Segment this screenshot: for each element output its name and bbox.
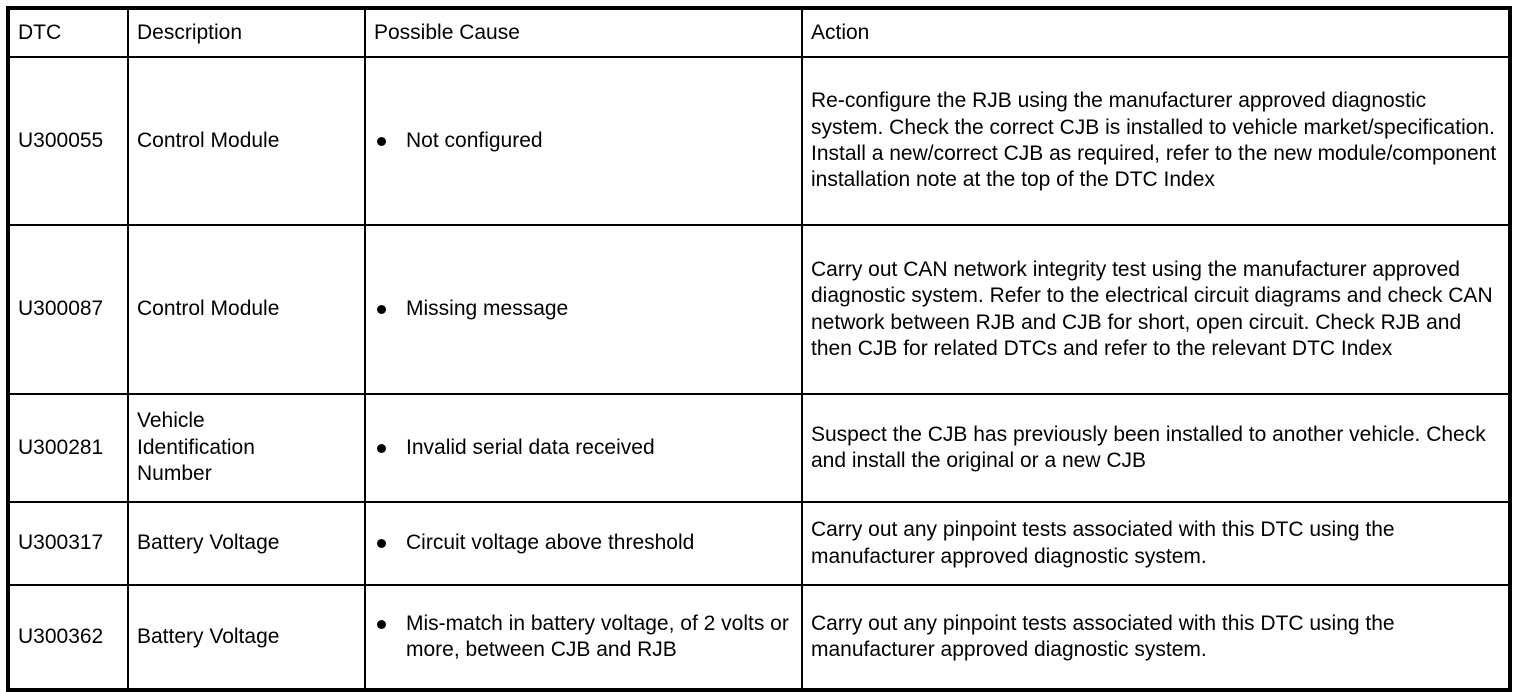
- table-row: U300362 Battery Voltage Mis-match in bat…: [7, 584, 1511, 691]
- description-text: Battery Voltage: [137, 531, 280, 555]
- cell-possible-cause: Not configured: [364, 56, 803, 226]
- list-item: Missing message: [374, 296, 793, 322]
- description-text: Vehicle Identification Number: [137, 409, 255, 486]
- list-item: Not configured: [374, 128, 793, 154]
- cell-description: Control Module: [127, 224, 366, 395]
- action-text: Re-configure the RJB using the manufactu…: [811, 89, 1497, 192]
- table-body: U300055 Control Module Not configured Re…: [7, 56, 1511, 691]
- bullet-icon: [377, 619, 386, 629]
- action-text: Carry out any pinpoint tests associated …: [811, 518, 1395, 568]
- bullet-icon: [377, 539, 386, 549]
- possible-cause-list: Invalid serial data received: [374, 435, 793, 461]
- cell-action: Carry out CAN network integrity test usi…: [801, 224, 1511, 395]
- column-header-description: Description: [127, 7, 366, 58]
- cell-dtc: U300362: [7, 584, 129, 691]
- list-item: Circuit voltage above threshold: [374, 530, 793, 556]
- cell-description: Vehicle Identification Number: [127, 393, 366, 503]
- table-row: U300317 Battery Voltage Circuit voltage …: [7, 501, 1511, 586]
- cell-dtc: U300281: [7, 393, 129, 503]
- possible-cause-list: Mis-match in battery voltage, of 2 volts…: [374, 611, 793, 664]
- action-text: Carry out CAN network integrity test usi…: [811, 257, 1493, 360]
- cell-description: Control Module: [127, 56, 366, 226]
- possible-cause-text: Invalid serial data received: [406, 435, 655, 459]
- cell-action: Carry out any pinpoint tests associated …: [801, 584, 1511, 691]
- column-header-dtc: DTC: [7, 7, 129, 58]
- description-text: Control Module: [137, 128, 280, 152]
- possible-cause-text: Mis-match in battery voltage, of 2 volts…: [406, 611, 789, 661]
- cell-possible-cause: Circuit voltage above threshold: [364, 501, 803, 586]
- cell-description: Battery Voltage: [127, 501, 366, 586]
- possible-cause-text: Missing message: [406, 297, 569, 321]
- possible-cause-text: Not configured: [406, 128, 543, 152]
- action-text: Suspect the CJB has previously been inst…: [811, 422, 1486, 472]
- list-item: Invalid serial data received: [374, 435, 793, 461]
- cell-possible-cause: Mis-match in battery voltage, of 2 volts…: [364, 584, 803, 691]
- cell-description: Battery Voltage: [127, 584, 366, 691]
- list-item: Mis-match in battery voltage, of 2 volts…: [374, 611, 793, 664]
- table-row: U300281 Vehicle Identification Number In…: [7, 393, 1511, 503]
- cell-dtc: U300055: [7, 56, 129, 226]
- header-row: DTC Description Possible Cause Action: [7, 7, 1511, 58]
- possible-cause-text: Circuit voltage above threshold: [406, 531, 695, 555]
- bullet-icon: [377, 305, 386, 315]
- possible-cause-list: Circuit voltage above threshold: [374, 530, 793, 556]
- possible-cause-list: Missing message: [374, 296, 793, 322]
- bullet-icon: [377, 136, 386, 146]
- cell-dtc: U300317: [7, 501, 129, 586]
- cell-dtc: U300087: [7, 224, 129, 395]
- cell-action: Carry out any pinpoint tests associated …: [801, 501, 1511, 586]
- column-header-possible-cause: Possible Cause: [364, 7, 803, 58]
- description-text: Battery Voltage: [137, 624, 280, 648]
- column-header-action: Action: [801, 7, 1511, 58]
- cell-possible-cause: Missing message: [364, 224, 803, 395]
- description-text: Control Module: [137, 297, 280, 321]
- action-text: Carry out any pinpoint tests associated …: [811, 611, 1395, 661]
- dtc-index-table: DTC Description Possible Cause Action U3…: [6, 6, 1512, 692]
- cell-action: Suspect the CJB has previously been inst…: [801, 393, 1511, 503]
- cell-possible-cause: Invalid serial data received: [364, 393, 803, 503]
- possible-cause-list: Not configured: [374, 128, 793, 154]
- document-page: DTC Description Possible Cause Action U3…: [6, 6, 1512, 692]
- cell-action: Re-configure the RJB using the manufactu…: [801, 56, 1511, 226]
- bullet-icon: [377, 443, 386, 453]
- table-header: DTC Description Possible Cause Action: [7, 7, 1511, 58]
- table-row: U300055 Control Module Not configured Re…: [7, 56, 1511, 226]
- table-row: U300087 Control Module Missing message C…: [7, 224, 1511, 395]
